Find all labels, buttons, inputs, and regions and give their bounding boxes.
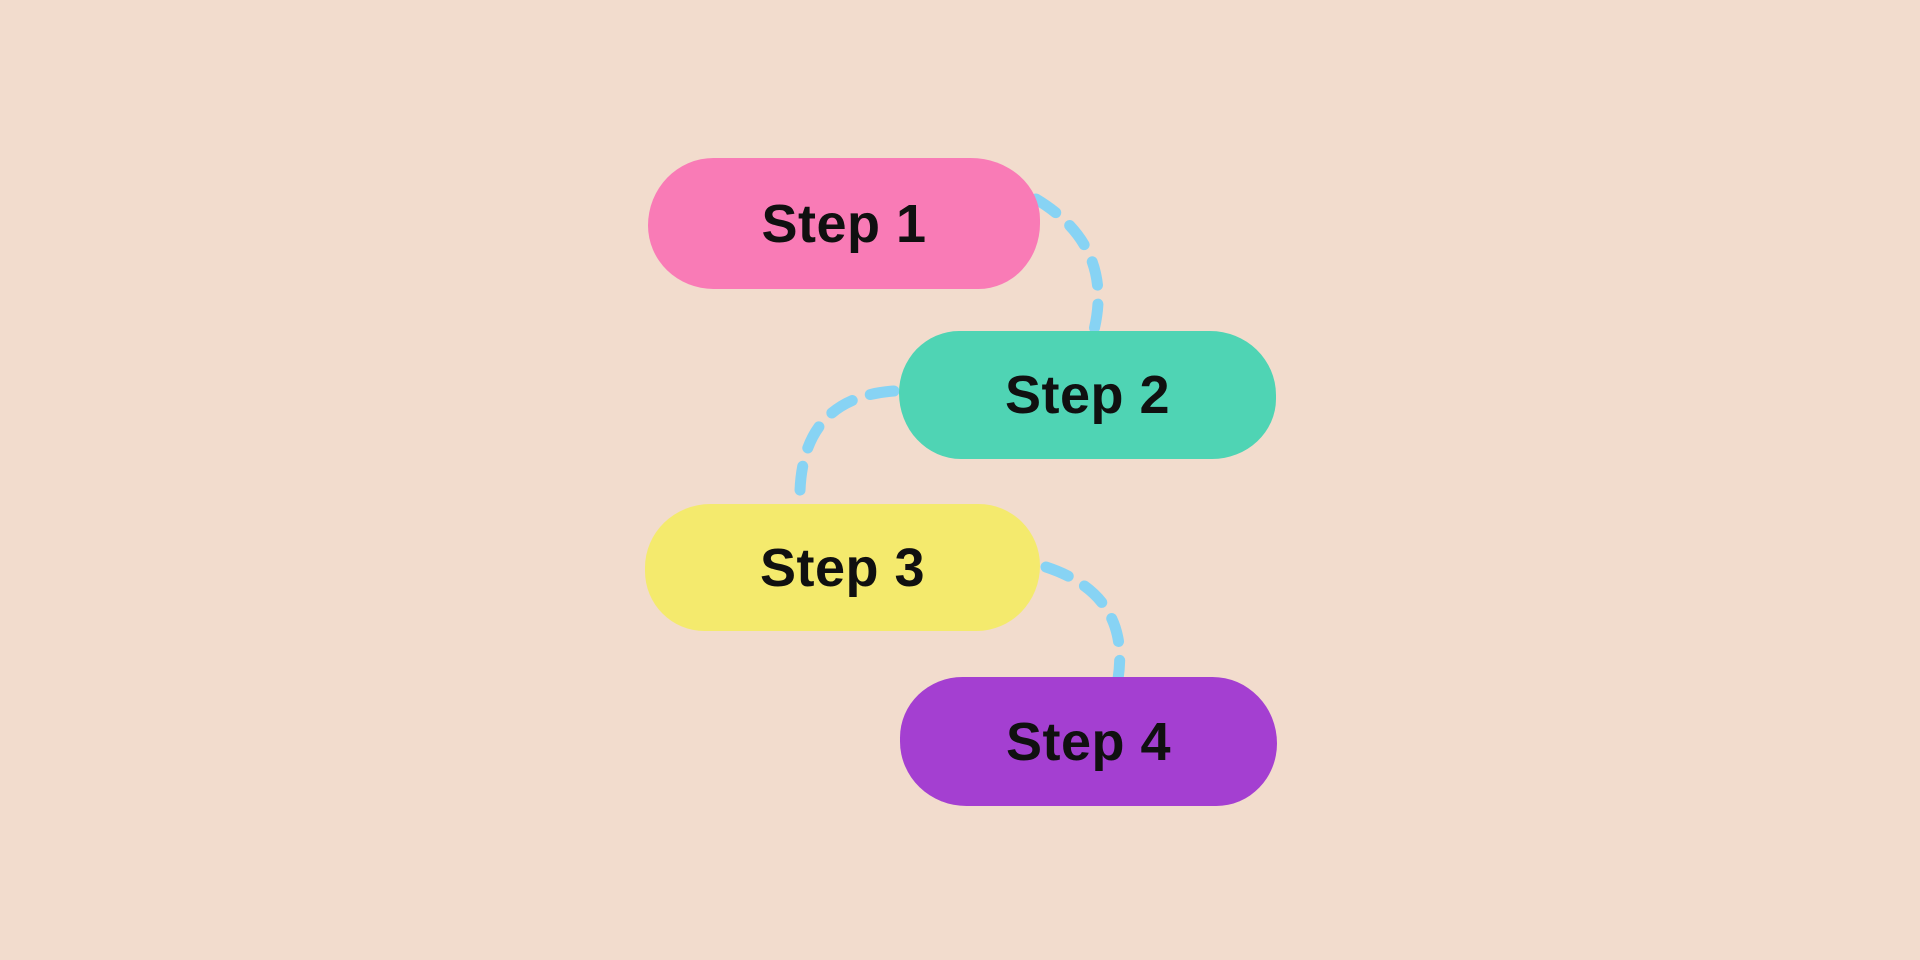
connector-step3-step4 (1040, 561, 1126, 685)
connector-step2-step3 (794, 385, 900, 513)
step-1-label: Step 1 (761, 193, 927, 254)
step-4-pill: Step 4 (900, 677, 1277, 806)
step-2-pill: Step 2 (899, 331, 1276, 459)
step-3-label: Step 3 (759, 537, 926, 598)
step-1-pill: Step 1 (648, 158, 1040, 289)
step-3-pill: Step 3 (645, 504, 1040, 631)
connector-step1-step2 (1030, 193, 1104, 340)
step-4-label: Step 4 (1005, 711, 1172, 772)
step-2-label: Step 2 (1004, 365, 1171, 425)
